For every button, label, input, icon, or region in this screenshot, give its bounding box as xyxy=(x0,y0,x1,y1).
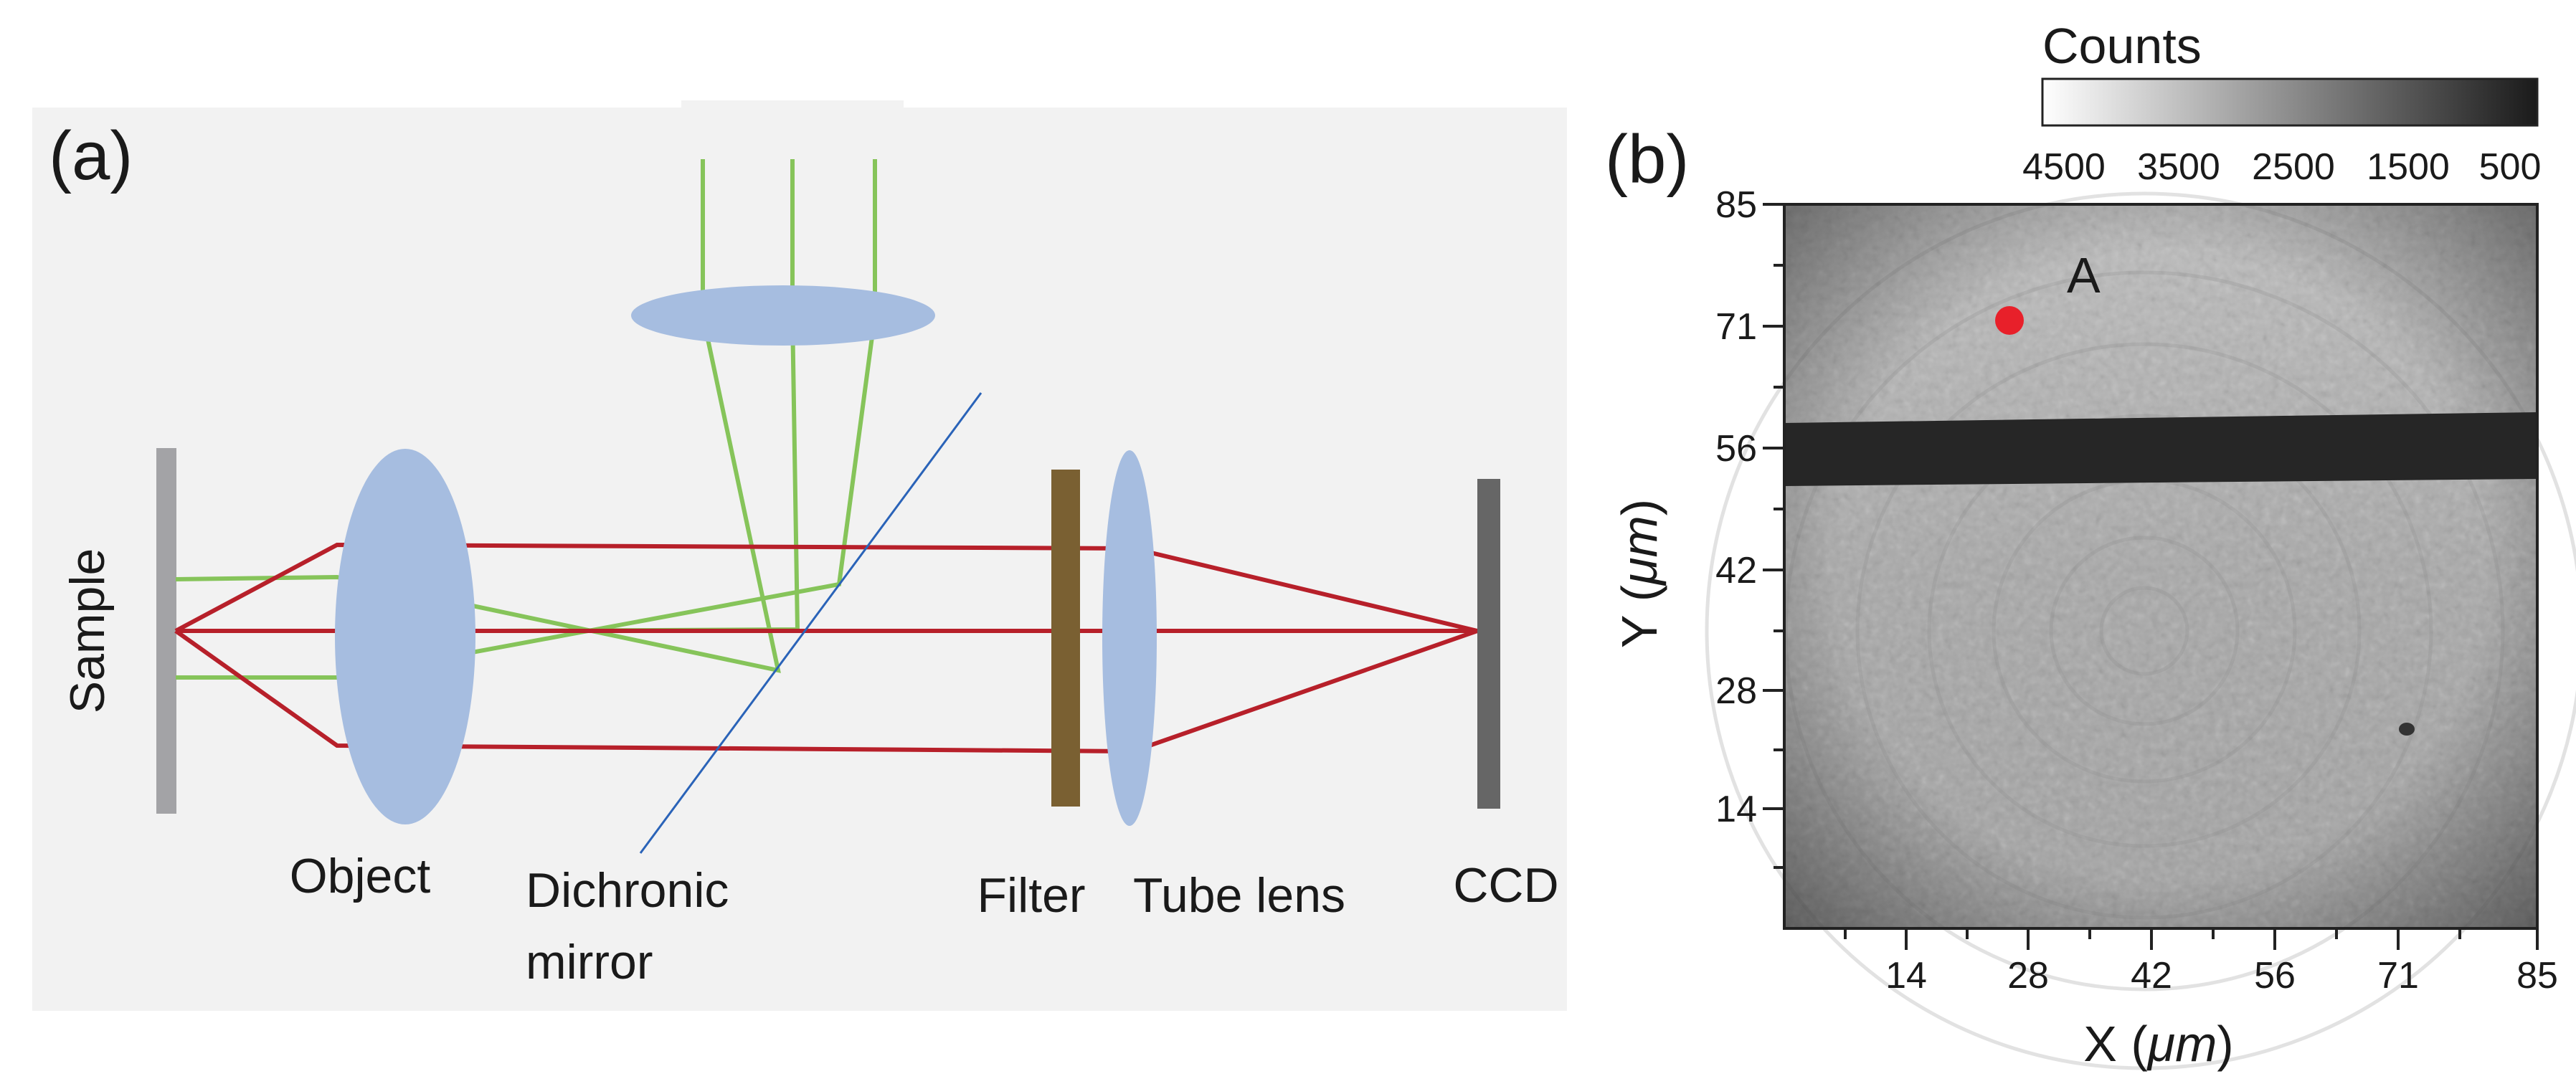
y-tick-label: 14 xyxy=(1715,789,1757,830)
panel-a-top-tab xyxy=(681,100,904,115)
sample-plate xyxy=(156,448,176,814)
x-axis xyxy=(1844,928,2539,950)
tube-lens xyxy=(1102,450,1157,826)
point-a-label: A xyxy=(2067,247,2101,303)
point-a-marker xyxy=(1995,306,2024,335)
x-tick-label: 85 xyxy=(2516,955,2558,997)
colorbar-tick-label: 500 xyxy=(2479,146,2542,188)
panel-a-letter: (a) xyxy=(49,118,133,194)
colorbar-tick-label: 3500 xyxy=(2137,146,2220,188)
colorbar-tick-label: 4500 xyxy=(2022,146,2106,188)
filter xyxy=(1051,470,1080,807)
y-axis xyxy=(1763,203,1784,869)
y-tick-label: 71 xyxy=(1715,306,1757,348)
y-tick-labels: 85 71 56 42 28 14 xyxy=(1715,184,1757,830)
panel-b: (b) Counts 4500 3500 2500 1500 500 xyxy=(1605,18,2576,1072)
dark-spot xyxy=(2399,723,2415,736)
sample-label: Sample xyxy=(60,548,115,714)
colorbar-ticks: 4500 3500 2500 1500 500 xyxy=(2022,146,2541,188)
ccd-label: CCD xyxy=(1453,858,1558,913)
x-tick-label: 71 xyxy=(2377,955,2419,997)
tube-lens-label: Tube lens xyxy=(1133,868,1345,923)
x-tick-labels: 14 28 42 56 71 85 xyxy=(1885,955,2558,997)
y-tick-label: 56 xyxy=(1715,428,1757,470)
dichroic-label-line1: Dichronic xyxy=(526,863,729,918)
panel-a: (a) Sample Object Dichronic xyxy=(32,100,1567,1011)
colorbar xyxy=(2041,77,2539,127)
y-tick-label: 85 xyxy=(1715,184,1757,226)
dark-stripe xyxy=(1784,412,2537,486)
y-tick-label: 28 xyxy=(1715,670,1757,712)
x-tick-label: 28 xyxy=(2007,955,2049,997)
y-axis-label: Y (μm) xyxy=(1611,499,1667,648)
x-tick-label: 56 xyxy=(2254,955,2296,997)
colorbar-tick-label: 2500 xyxy=(2252,146,2335,188)
x-tick-label: 42 xyxy=(2131,955,2172,997)
fluorescence-image xyxy=(1705,191,2576,1070)
x-tick-label: 14 xyxy=(1885,955,1927,997)
objective-lens xyxy=(335,449,475,824)
excitation-lens xyxy=(631,285,935,346)
y-tick-label: 42 xyxy=(1715,550,1757,591)
dichroic-label-line2: mirror xyxy=(526,935,653,989)
object-label: Object xyxy=(290,849,431,903)
panel-b-letter: (b) xyxy=(1605,121,1689,198)
plot-frame xyxy=(1783,203,2539,930)
dichroic-mirror xyxy=(639,392,982,854)
filter-label: Filter xyxy=(977,868,1085,923)
panel-a-background xyxy=(32,108,1567,1011)
colorbar-tick-label: 1500 xyxy=(2367,146,2450,188)
ccd-sensor xyxy=(1477,479,1500,809)
x-axis-label: X (μm) xyxy=(2083,1016,2233,1072)
colorbar-title: Counts xyxy=(2042,18,2202,74)
